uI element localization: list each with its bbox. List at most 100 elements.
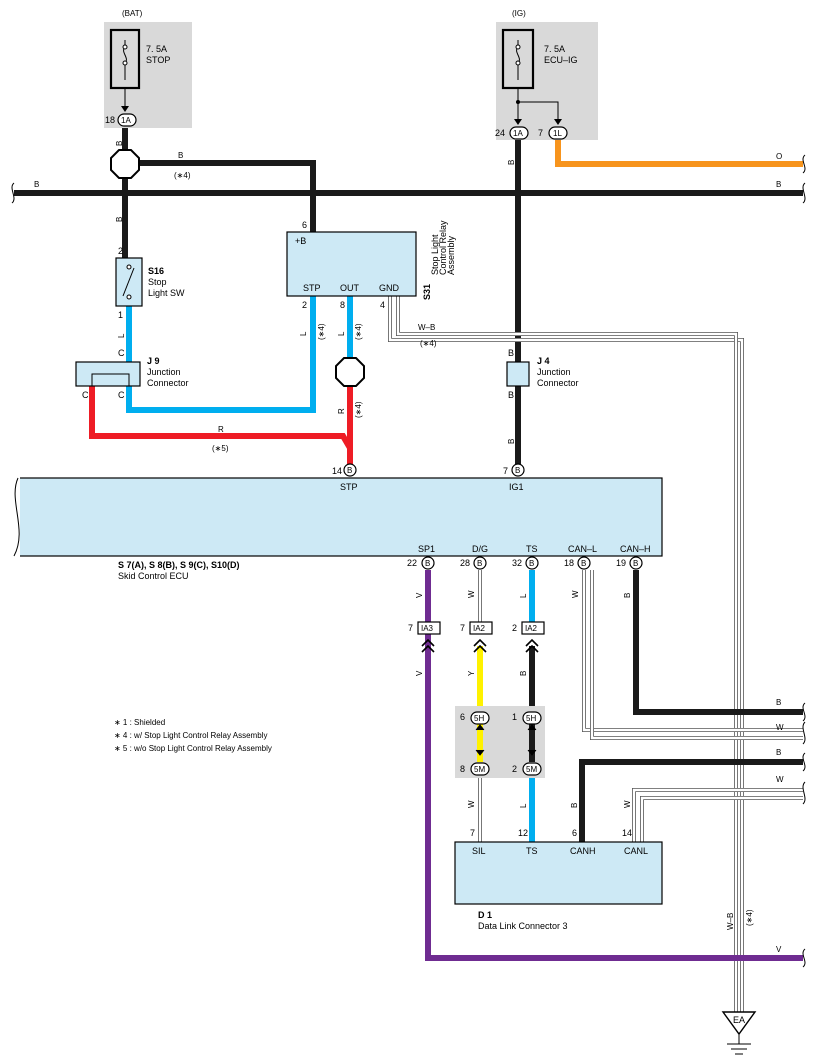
ecu-terminal-stp: STP [340, 482, 358, 492]
switch-node-icon [126, 264, 132, 270]
legend: ∗ 1 : Shielded ∗ 4 : w/ Stop Light Contr… [114, 718, 272, 753]
connector-chevron-icon [473, 638, 487, 653]
fuse-ecu-ig-name: ECU–IG [544, 55, 578, 65]
svg-text:5H: 5H [526, 714, 536, 723]
wire-break-icon [802, 752, 806, 772]
wire-color-labels: B B (∗4) B B B B O L L (∗4) L (∗4) R (∗4… [34, 141, 784, 954]
fuse-stop-node-icon [122, 44, 128, 50]
j4-term-b1: B [508, 348, 514, 358]
ecu-pin-ig1-connector [511, 463, 525, 477]
connector-ia2-ts [521, 621, 545, 635]
d1-terminal-sil: SIL [472, 846, 486, 856]
svg-text:B: B [115, 141, 124, 146]
svg-text:B: B [515, 466, 520, 475]
s31-pin-gnd: 4 [380, 300, 385, 310]
svg-text:B: B [581, 559, 586, 568]
ecu-body [13, 477, 663, 557]
svg-text:Y: Y [467, 670, 476, 676]
wire-r-j9-ecu [89, 386, 353, 464]
d1-terminal-ts: TS [526, 846, 538, 856]
connector-5h-b [522, 711, 542, 725]
wire-b-can-h [633, 570, 803, 715]
svg-text:(∗4): (∗4) [745, 909, 754, 926]
s16-pin-top: 2 [118, 246, 123, 256]
junction-block-5h-5m: 6 5H 1 5H 8 5M 2 5M [455, 706, 545, 778]
s31-name-1: Stop Light [430, 234, 440, 275]
svg-text:B: B [507, 439, 516, 444]
svg-text:B: B [776, 698, 781, 707]
ecu-terminal-ts: TS [526, 544, 538, 554]
connector-chevron-icon [421, 638, 435, 653]
s16-name-1: Stop [148, 277, 167, 287]
ecu-name: Skid Control ECU [118, 571, 189, 581]
fuse-ecu-ig-pin1: 24 [495, 128, 505, 138]
connector-5m-a [470, 762, 490, 776]
svg-text:32: 32 [512, 558, 522, 568]
wire-break-icon [802, 702, 806, 722]
svg-text:W: W [776, 723, 784, 732]
fuse-stop-node-icon [122, 60, 128, 66]
component-d1: 7 12 6 14 SIL TS CANH CANL D 1 Data Link… [454, 828, 663, 931]
j9-name-2: Connector [147, 378, 189, 388]
svg-text:W: W [776, 775, 784, 784]
svg-text:(∗4): (∗4) [420, 339, 437, 348]
svg-text:7: 7 [470, 828, 475, 838]
connector-1l [548, 126, 568, 140]
wire-o-ecu-ig [555, 140, 803, 167]
svg-text:5M: 5M [474, 765, 485, 774]
ecu-terminal-can-l: CAN–L [568, 544, 597, 554]
arrow-icon [475, 724, 485, 756]
svg-text:B: B [623, 593, 632, 598]
svg-text:R: R [218, 425, 224, 434]
svg-text:B: B [115, 217, 124, 222]
svg-text:V: V [415, 592, 424, 598]
svg-text:6: 6 [572, 828, 577, 838]
component-j9: C C C J 9 Junction Connector [75, 348, 189, 400]
svg-text:6: 6 [460, 712, 465, 722]
inline-connectors-ia: IA3 7 IA2 7 IA2 2 [408, 621, 545, 653]
svg-text:B: B [529, 559, 534, 568]
wire-b-to-s31 [137, 160, 316, 232]
connector-1a-ig [509, 126, 529, 140]
svg-text:(∗4): (∗4) [354, 401, 363, 418]
j4-code: J 4 [537, 356, 550, 366]
svg-text:L: L [337, 331, 346, 336]
svg-text:B: B [178, 151, 183, 160]
fuse-ecu-ig: (IG) 7. 5A ECU–IG 24 1A 7 1L [495, 9, 598, 140]
connector-ia3 [417, 621, 441, 635]
svg-text:B: B [425, 559, 430, 568]
s31-code: S31 [422, 284, 432, 300]
wire-break-icon [802, 182, 806, 204]
ecu-pin-stp: 14 [332, 466, 342, 476]
svg-text:B: B [633, 559, 638, 568]
legend-note-5: ∗ 5 : w/o Stop Light Control Relay Assem… [114, 744, 272, 753]
svg-text:V: V [776, 945, 782, 954]
wire-v-sp1 [425, 570, 803, 961]
j4-name-1: Junction [537, 367, 571, 377]
svg-text:W–B: W–B [726, 913, 735, 930]
switch-node-icon [126, 294, 132, 300]
j4-term-b2: B [508, 390, 514, 400]
ecu-break-icon [13, 477, 20, 557]
fuse-stop-rating: 7. 5A [146, 44, 167, 54]
svg-text:14: 14 [622, 828, 632, 838]
svg-text:7: 7 [408, 623, 413, 633]
j4-body [506, 361, 530, 387]
d1-code: D 1 [478, 910, 492, 920]
s16-pin-bottom: 1 [118, 310, 123, 320]
ground-triangle-icon [721, 1011, 757, 1036]
connector-5h-a [470, 711, 490, 725]
d1-terminal-canh: CANH [570, 846, 596, 856]
fuse-stop-pin: 18 [105, 115, 115, 125]
fuse-node-icon [515, 44, 521, 50]
ecu-terminal-dg: D/G [472, 544, 488, 554]
wire-l-j9-s31 [126, 296, 316, 413]
svg-text:B: B [519, 671, 528, 676]
j9-name-1: Junction [147, 367, 181, 377]
arrow-down-icon [514, 119, 522, 125]
svg-text:2: 2 [512, 764, 517, 774]
s16-name-2: Light SW [148, 288, 185, 298]
svg-text:B: B [507, 160, 516, 165]
arrow-down-icon [121, 106, 129, 112]
